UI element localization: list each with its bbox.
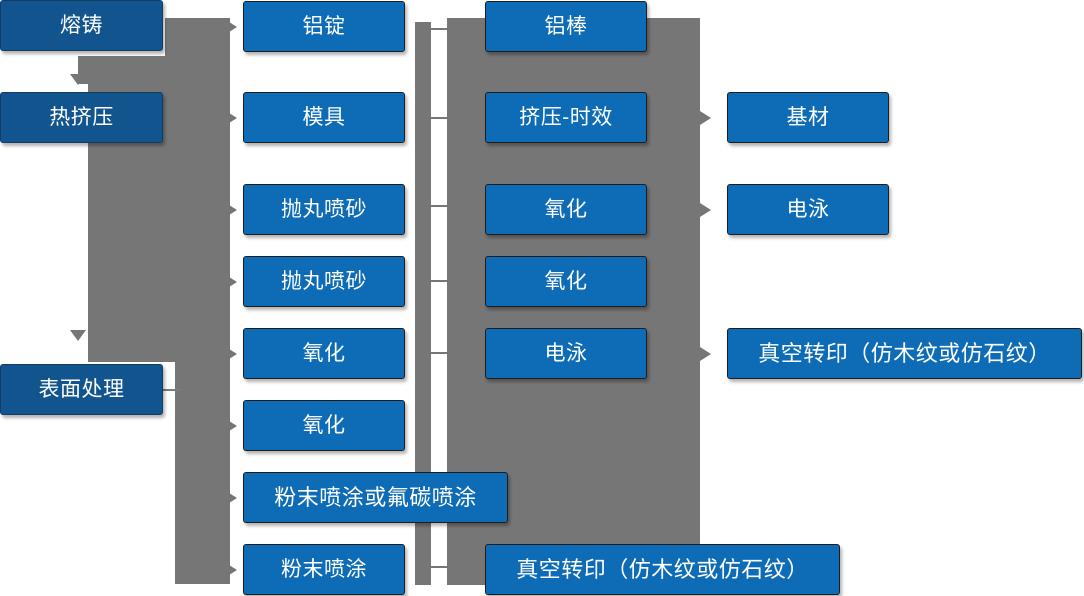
rung-paowan1 <box>427 205 449 207</box>
stub-biaomian-to-band <box>163 389 179 391</box>
node-label: 熔铸 <box>60 14 103 37</box>
rung-ludng <box>427 28 449 30</box>
node-fenmo-fut[interactable]: 粉末喷涂或氟碳喷涂 <box>243 472 508 523</box>
node-yanghua1[interactable]: 氧化 <box>243 328 405 379</box>
arrow-to-zhenkong1 <box>700 347 711 361</box>
rung-paowan2 <box>427 280 449 282</box>
down-arrow-rongzhu-rejiya <box>70 74 86 85</box>
node-rejiya[interactable]: 热挤压 <box>0 92 163 143</box>
node-jiya-shixiao[interactable]: 挤压-时效 <box>485 92 647 143</box>
node-label: 挤压-时效 <box>519 106 613 129</box>
arrow-to-ludng <box>226 20 237 34</box>
node-label: 电泳 <box>786 198 830 221</box>
node-paowan1[interactable]: 抛丸喷砂 <box>243 184 405 235</box>
node-dianyong2[interactable]: 电泳 <box>727 184 889 235</box>
node-label: 氧化 <box>302 414 346 437</box>
node-label: 氧化 <box>302 342 346 365</box>
connector-band-stage-lower <box>175 362 230 584</box>
node-paowan2[interactable]: 抛丸喷砂 <box>243 256 405 307</box>
node-label: 粉末喷涂或氟碳喷涂 <box>274 484 477 510</box>
arrow-to-yanghua1 <box>226 347 237 361</box>
arrow-to-dianyong2 <box>700 203 711 217</box>
rung-fenmo <box>427 566 449 568</box>
node-biaomian[interactable]: 表面处理 <box>0 364 163 415</box>
node-zhenkong2[interactable]: 真空转印（仿木纹或仿石纹） <box>485 544 840 595</box>
arrow-to-fenmo <box>226 563 237 577</box>
node-dianyong1[interactable]: 电泳 <box>485 328 647 379</box>
arrow-to-muju <box>226 111 237 125</box>
node-label: 粉末喷涂 <box>281 558 367 581</box>
connector-band-stage-top <box>165 18 230 56</box>
node-yanghua2[interactable]: 氧化 <box>243 400 405 451</box>
rung-yanghua1 <box>427 352 449 354</box>
node-label: 基材 <box>786 106 830 129</box>
arrow-to-paowan1 <box>226 203 237 217</box>
node-lubang[interactable]: 铝棒 <box>485 1 647 52</box>
arrow-to-yanghua2 <box>226 419 237 433</box>
node-label: 氧化 <box>544 270 588 293</box>
node-label: 热挤压 <box>49 106 114 129</box>
arrow-to-fenmo-fut <box>226 491 237 505</box>
node-label: 真空转印（仿木纹或仿石纹） <box>758 340 1051 366</box>
node-label: 表面处理 <box>38 378 125 401</box>
node-rongzhu[interactable]: 熔铸 <box>0 0 163 51</box>
node-yanghua3[interactable]: 氧化 <box>485 184 647 235</box>
node-muju[interactable]: 模具 <box>243 92 405 143</box>
node-zhenkong1[interactable]: 真空转印（仿木纹或仿石纹） <box>727 328 1082 379</box>
node-ludng[interactable]: 铝锭 <box>243 1 405 52</box>
connector-bar-process-lower <box>415 513 431 585</box>
node-label: 模具 <box>302 106 346 129</box>
node-label: 抛丸喷砂 <box>281 198 367 221</box>
node-label: 真空转印（仿木纹或仿石纹） <box>516 556 809 582</box>
rung-muju <box>427 117 449 119</box>
connector-bar-process-upper <box>415 22 431 500</box>
arrow-to-jicai <box>700 111 711 125</box>
node-fenmo[interactable]: 粉末喷涂 <box>243 544 405 595</box>
node-yanghua4[interactable]: 氧化 <box>485 256 647 307</box>
node-label: 铝锭 <box>302 15 346 38</box>
arrow-to-paowan2 <box>226 275 237 289</box>
node-label: 氧化 <box>544 198 588 221</box>
connector-band-stage-upper <box>78 56 230 84</box>
down-arrow-rejiya-biaomian <box>70 330 86 341</box>
node-label: 电泳 <box>544 342 588 365</box>
node-label: 抛丸喷砂 <box>281 270 367 293</box>
node-label: 铝棒 <box>544 15 588 38</box>
node-jicai[interactable]: 基材 <box>727 92 889 143</box>
